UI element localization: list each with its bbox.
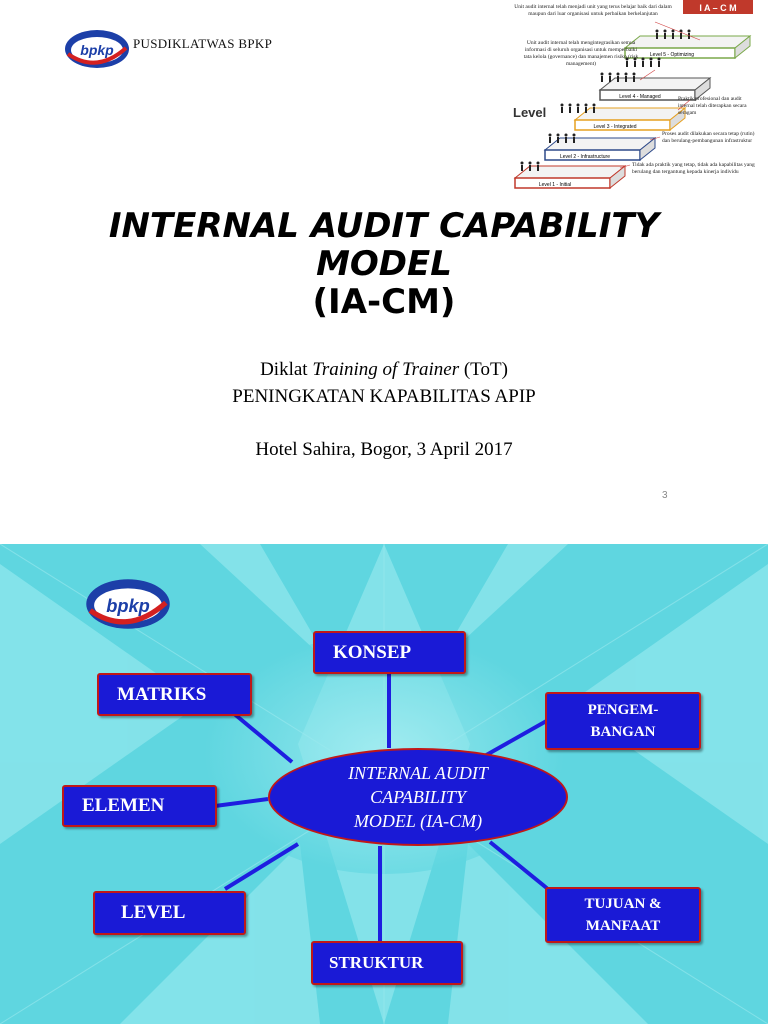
slide-1: bpkp PUSDIKLATWAS BPKP I A – C M Level 1…: [0, 0, 768, 501]
struktur-box[interactable]: STRUKTUR: [311, 941, 463, 985]
center-line-1: INTERNAL AUDIT: [348, 763, 488, 783]
level-box[interactable]: LEVEL: [93, 891, 246, 935]
logo-text: bpkp: [80, 42, 114, 58]
org-name: PUSDIKLATWAS BPKP: [133, 36, 273, 51]
step-level-3-label: Level 3 - Integrated: [593, 124, 636, 130]
bpkp-logo: bpkp: [65, 30, 129, 68]
bpkp-logo-slide-2: bpkp: [86, 579, 170, 629]
subtitle-line-2: PENINGKATAN KAPABILITAS APIP: [232, 386, 536, 407]
elemen-label: ELEMEN: [82, 795, 165, 816]
step-level-4: Level 4 - Managed: [598, 76, 712, 102]
matriks-label: MATRIKS: [117, 683, 207, 705]
pengembangan-label-1: PENGEM-: [587, 702, 659, 718]
level-label: LEVEL: [121, 902, 186, 923]
step-level-5: Level 5 - Optimizing: [623, 34, 752, 60]
diagram-level-word: Level: [513, 105, 546, 120]
center-model: MODEL (: [353, 811, 427, 831]
center-iacm: IA-CM: [426, 811, 477, 831]
diagram-note-top: Unit audit internal telah menjadi unit y…: [514, 4, 672, 17]
subtitle-line-1: Diklat Training of Trainer (ToT): [0, 359, 768, 381]
step-level-5-label: Level 5 - Optimizing: [650, 52, 694, 58]
step-level-3: Level 3 - Integrated: [573, 106, 687, 132]
iacm-staircase-diagram: I A – C M Level 1 - Initial Level 2 - In…: [513, 0, 753, 190]
title-line-2: MODEL: [316, 244, 452, 284]
pengembangan-box[interactable]: PENGEM- BANGAN: [545, 692, 701, 750]
elemen-box[interactable]: ELEMEN: [62, 785, 217, 827]
center-line-3: MODEL (IA-CM): [270, 809, 566, 833]
subtitle-tot-abbr: (ToT): [459, 359, 508, 380]
step-level-2-label: Level 2 - Infrastructure: [560, 154, 610, 160]
step-level-2: Level 2 - Infrastructure: [543, 136, 657, 162]
connector-lines: [214, 665, 551, 944]
diagram-note-level3: Praktik profesional dan audit internal t…: [678, 96, 747, 116]
tujuan-manfaat-box[interactable]: TUJUAN & MANFAAT: [545, 887, 701, 943]
center-line-2: CAPABILITY: [370, 787, 466, 807]
step-level-4-label: Level 4 - Managed: [619, 94, 661, 100]
center-close-paren: ): [476, 811, 483, 831]
konsep-label: KONSEP: [333, 641, 412, 663]
subtitle-tot-italic: Training of Trainer: [312, 359, 460, 380]
pengembangan-label-2: BANGAN: [590, 724, 656, 740]
slide-2: bpkp INTERNAL AUDIT CAPABILITY MODEL (IA…: [0, 544, 768, 1024]
diagram-header-text: I A – C M: [699, 3, 736, 13]
center-ellipse-iacm[interactable]: INTERNAL AUDIT CAPABILITY MODEL (IA-CM): [268, 748, 568, 846]
venue-date: Hotel Sahira, Bogor, 3 April 2017: [255, 439, 513, 460]
diagram-header-box: [683, 0, 753, 14]
title-line-3: (IA-CM): [312, 282, 456, 322]
step-level-1-label: Level 1 - Initial: [539, 182, 571, 188]
struktur-label: STRUKTUR: [329, 953, 424, 972]
diagram-note-level1: Tidak ada praktik yang tetap, tidak ada …: [632, 162, 755, 175]
logo-text-slide-2: bpkp: [106, 595, 150, 616]
step-level-1: Level 1 - Initial: [513, 164, 627, 190]
diagram-note-level4: Unit audit internal telah mengintegrasik…: [523, 40, 639, 67]
subtitle-diklat: Diklat: [260, 359, 313, 380]
matriks-box[interactable]: MATRIKS: [97, 673, 252, 716]
tujuan-label-2: MANFAAT: [585, 918, 661, 934]
konsep-box[interactable]: KONSEP: [313, 631, 466, 674]
page-number: 3: [662, 490, 668, 501]
diagram-note-level2: Proses audit dilakukan secara tetap (rut…: [662, 131, 755, 144]
tujuan-label-1: TUJUAN &: [584, 896, 662, 912]
people-figures: [520, 29, 691, 171]
title-line-1: INTERNAL AUDIT CAPABILITY: [108, 206, 660, 246]
